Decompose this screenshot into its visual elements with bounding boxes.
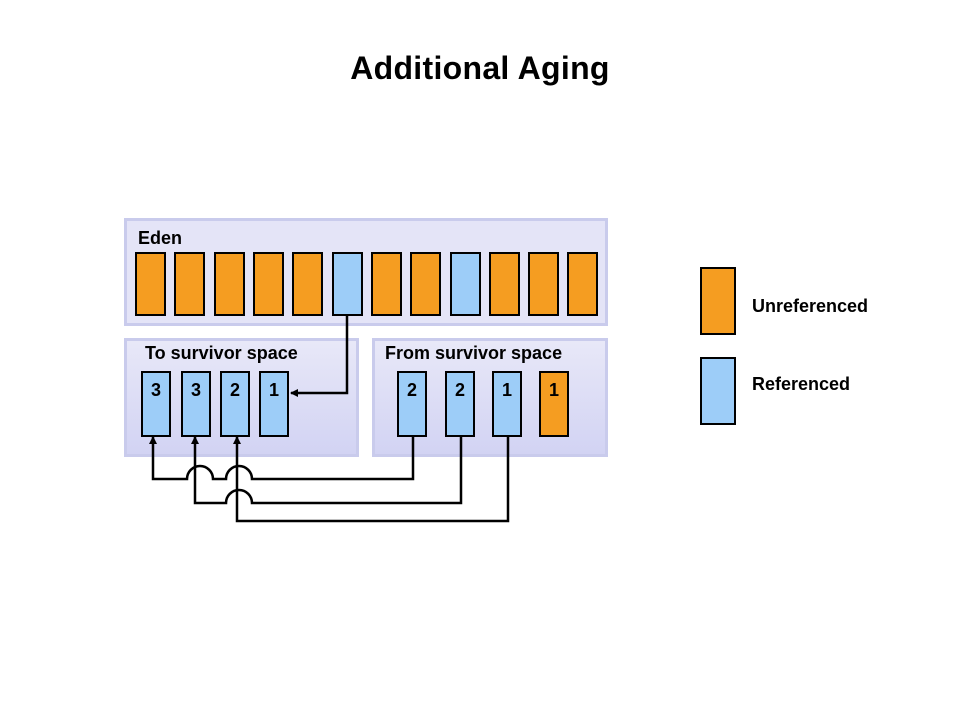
arrow-from-2a-to-3a — [149, 436, 415, 481]
legend-swatch-unreferenced — [700, 267, 736, 335]
from-survivor-label: From survivor space — [385, 343, 563, 363]
arrow-from-1-to-2 — [233, 436, 510, 523]
legend-swatch-referenced — [700, 357, 736, 425]
eden-object — [371, 252, 402, 316]
page-title: Additional Aging — [350, 50, 610, 86]
eden-object — [410, 252, 441, 316]
to-survivor-object: 1 — [259, 371, 289, 437]
to-survivor-label: To survivor space — [145, 343, 298, 363]
eden-label: Eden — [138, 228, 183, 248]
eden-object — [174, 252, 205, 316]
arrow-eden-to-survivor — [290, 316, 349, 397]
from-survivor-object: 2 — [397, 371, 427, 437]
to-survivor-object: 2 — [220, 371, 250, 437]
from-survivor-object: 2 — [445, 371, 475, 437]
eden-object — [567, 252, 598, 316]
legend-label-referenced: Referenced — [752, 374, 851, 394]
eden-object — [450, 252, 481, 316]
eden-object — [332, 252, 363, 316]
eden-object — [214, 252, 245, 316]
eden-object — [528, 252, 559, 316]
arrow-from-2b-to-3b — [191, 436, 463, 505]
eden-object — [489, 252, 520, 316]
eden-object — [253, 252, 284, 316]
eden-object — [135, 252, 166, 316]
to-survivor-object: 3 — [181, 371, 211, 437]
from-survivor-object: 1 — [539, 371, 569, 437]
eden-object — [292, 252, 323, 316]
legend-label-unreferenced: Unreferenced — [752, 296, 869, 316]
from-survivor-object: 1 — [492, 371, 522, 437]
